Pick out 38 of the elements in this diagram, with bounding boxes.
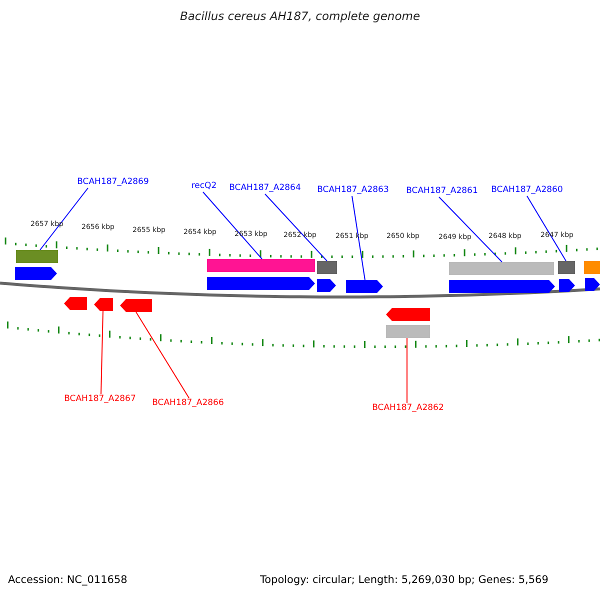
gene-bar xyxy=(317,261,337,274)
gene-feature xyxy=(386,308,430,321)
leader-line xyxy=(406,338,408,404)
gene-feature xyxy=(15,267,57,280)
title: Bacillus cereus AH187, complete genome xyxy=(180,11,420,22)
gene-feature xyxy=(559,279,575,292)
gene-bar xyxy=(558,261,575,274)
gene-label: BCAH187_A2862 xyxy=(372,403,444,414)
leader-line xyxy=(352,196,366,280)
leader-line xyxy=(264,194,328,262)
gene-label: BCAH187_A2864 xyxy=(229,183,301,194)
gene-bar xyxy=(386,325,430,338)
gene-bar xyxy=(16,250,58,263)
gene-bar xyxy=(207,259,315,272)
leader-line xyxy=(40,188,88,250)
footer-text: Accession: NC_011658 xyxy=(8,575,128,586)
gene-feature xyxy=(94,298,113,311)
footer-text: Topology: circular; Length: 5,269,030 bp; Genes: 5,569 xyxy=(260,575,548,586)
gene-feature xyxy=(317,279,336,292)
gene-feature xyxy=(207,277,315,290)
gene-label: BCAH187_A2860 xyxy=(491,185,563,196)
gene-label: BCAH187_A2861 xyxy=(406,186,478,197)
gene-feature xyxy=(64,297,87,310)
leader-line xyxy=(136,312,190,398)
gene-label: BCAH187_A2866 xyxy=(152,398,224,409)
leader-line xyxy=(526,196,566,262)
gene-feature xyxy=(120,299,152,312)
gene-label: recQ2 xyxy=(191,181,217,192)
leader-line xyxy=(202,192,262,260)
gene-label: BCAH187_A2863 xyxy=(317,185,389,196)
gene-feature xyxy=(585,278,600,291)
gene-label: BCAH187_A2869 xyxy=(77,177,149,188)
gene-bar xyxy=(584,261,600,274)
leader-line xyxy=(100,310,104,394)
gene-label: BCAH187_A2867 xyxy=(64,394,136,405)
gene-bar xyxy=(449,262,554,275)
gene-feature xyxy=(449,280,555,293)
gene-feature xyxy=(346,280,383,293)
